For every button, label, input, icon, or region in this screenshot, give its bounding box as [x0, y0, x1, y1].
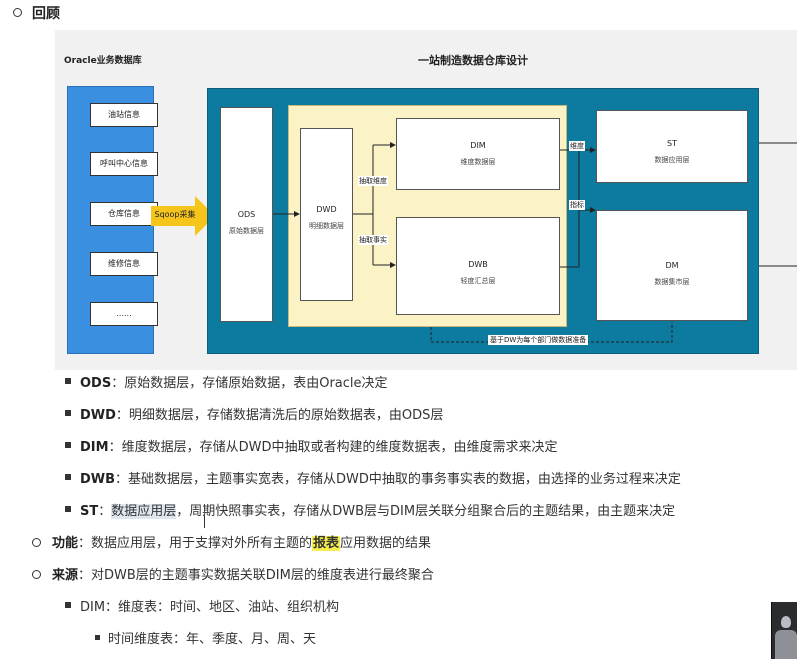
- layer-text: ：基础数据层，主题事实宽表，存储从DWD中抽取的事务事实表的数据，由选择的业务过…: [115, 472, 681, 487]
- section-heading: 回顾: [32, 6, 60, 22]
- ods-name: ODS: [237, 210, 256, 219]
- bullet-square: [65, 506, 71, 512]
- bullet-small-square: [95, 635, 100, 640]
- dwd-name: DWD: [316, 205, 337, 214]
- bullet-square: [65, 442, 71, 448]
- bullet-square: [65, 474, 71, 480]
- dim-box: DIM 维度数据层: [396, 118, 560, 190]
- time-dim-line: 时间维度表：年、季度、月、周、天: [108, 632, 317, 647]
- highlight-text: 报表: [312, 536, 341, 551]
- dwb-box: DWB 轻度汇总层: [396, 217, 560, 315]
- layer-key: DWD: [80, 408, 116, 423]
- source-item: ......: [90, 302, 158, 326]
- oracle-db-panel: 油站信息 呼叫中心信息 仓库信息 维修信息 ......: [67, 86, 158, 354]
- arrow-label-dim: 抽取维度: [358, 176, 388, 186]
- video-thumbnail[interactable]: [771, 602, 797, 659]
- source-item: 维修信息: [90, 252, 158, 276]
- function-pre: ：数据应用层，用于支撑对外所有主题的: [78, 536, 313, 551]
- layer-text: ：明细数据层，存储数据清洗后的原始数据表，由ODS层: [115, 408, 444, 423]
- dim-name: DIM: [470, 141, 486, 150]
- function-key: 功能: [52, 536, 79, 551]
- dim-desc: 维度数据层: [460, 158, 496, 166]
- selected-text[interactable]: 数据应用层: [111, 504, 177, 519]
- layer-dim-line: DIM：维度数据层，存储从DWD中抽取或者构建的维度数据表，由维度需求来决定: [80, 436, 557, 455]
- dm-name: DM: [665, 261, 679, 270]
- layer-key: ST: [80, 504, 99, 519]
- layer-ods-line: ODS：原始数据层，存储原始数据，表由Oracle决定: [80, 372, 388, 391]
- bullet-hollow: [32, 570, 41, 579]
- bottom-note: 基于DW为每个部门做数据准备: [488, 335, 589, 345]
- layer-dwb-line: DWB：基础数据层，主题事实宽表，存储从DWD中抽取的事务事实表的数据，由选择的…: [80, 468, 681, 487]
- bullet-square: [65, 378, 71, 384]
- sqoop-label: Sqoop采集: [154, 210, 196, 219]
- person-icon: [781, 616, 791, 628]
- layer-dwd-line: DWD：明细数据层，存储数据清洗后的原始数据表，由ODS层: [80, 404, 443, 423]
- bullet-hollow: [32, 538, 41, 547]
- layer-sep: ：: [98, 504, 112, 519]
- arrow-label-dimension: 维度: [569, 141, 585, 151]
- connector-lines: [273, 142, 797, 343]
- source-key: 来源: [52, 568, 79, 583]
- person-body-icon: [775, 630, 797, 659]
- dwb-desc: 轻度汇总层: [460, 277, 496, 285]
- diagram-left-title: Oracle业务数据库: [64, 56, 142, 66]
- function-line: 功能：数据应用层，用于支撑对外所有主题的报表应用数据的结果: [52, 532, 431, 551]
- layer-key: DWB: [80, 472, 116, 487]
- st-desc: 数据应用层: [654, 156, 690, 164]
- sqoop-arrow-shape: [151, 196, 215, 236]
- dwd-desc: 明细数据层: [309, 222, 344, 230]
- st-name: ST: [667, 139, 677, 148]
- source-item: 仓库信息: [90, 202, 158, 226]
- source-item: 呼叫中心信息: [90, 152, 158, 176]
- text-cursor-icon: [204, 515, 205, 528]
- layer-text: ：原始数据层，存储原始数据，表由Oracle决定: [111, 376, 388, 391]
- dwd-box: DWD 明细数据层: [300, 128, 353, 301]
- function-post: 应用数据的结果: [340, 536, 432, 551]
- architecture-diagram: Oracle业务数据库 一站制造数据仓库设计 油站信息 呼叫中心信息 仓库信息 …: [55, 30, 797, 370]
- dim-tables-line: DIM：维度表：时间、地区、油站、组织机构: [80, 600, 340, 615]
- diagram-right-title: 一站制造数据仓库设计: [418, 54, 528, 67]
- layer-text: ：维度数据层，存储从DWD中抽取或者构建的维度数据表，由维度需求来决定: [108, 440, 558, 455]
- source-item: 油站信息: [90, 103, 158, 127]
- layer-text: ，周期快照事实表，存储从DWB层与DIM层关联分组聚合后的主题结果，由主题来决定: [176, 504, 676, 519]
- bullet-hollow: [13, 8, 22, 17]
- dm-box: DM 数据集市层: [596, 210, 748, 321]
- layer-st-line: ST：数据应用层，周期快照事实表，存储从DWB层与DIM层关联分组聚合后的主题结…: [80, 500, 675, 519]
- st-box: ST 数据应用层: [596, 110, 748, 183]
- dm-desc: 数据集市层: [654, 278, 690, 286]
- ods-box: ODS 原始数据层: [220, 107, 273, 322]
- layer-key: DIM: [80, 440, 109, 455]
- ods-desc: 原始数据层: [229, 227, 264, 235]
- arrow-label-fact: 抽取事实: [358, 235, 388, 245]
- source-line: 来源：对DWB层的主题事实数据关联DIM层的维度表进行最终聚合: [52, 564, 434, 583]
- bullet-square: [65, 410, 71, 416]
- bullet-square: [65, 602, 71, 608]
- layer-key: ODS: [80, 376, 112, 391]
- dwb-name: DWB: [468, 260, 488, 269]
- arrow-label-metric: 指标: [569, 200, 585, 210]
- source-text: ：对DWB层的主题事实数据关联DIM层的维度表进行最终聚合: [78, 568, 434, 583]
